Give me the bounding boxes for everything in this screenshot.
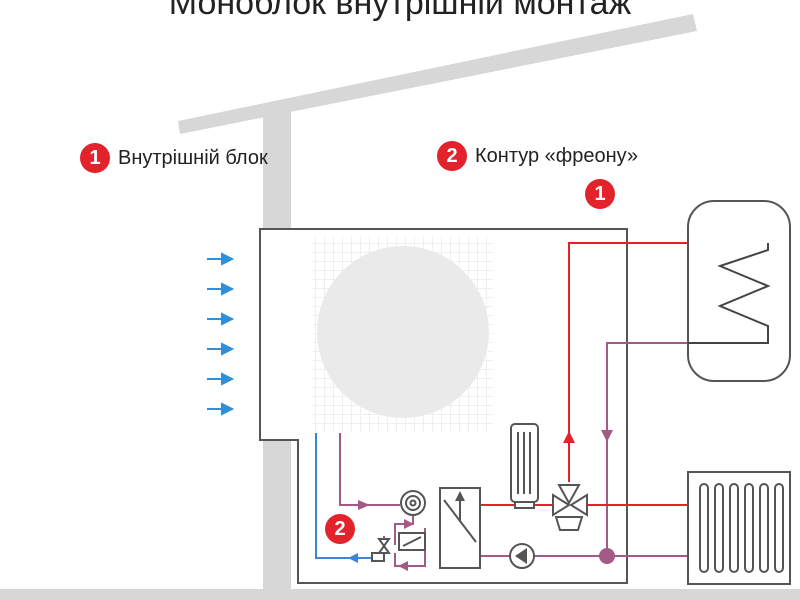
compressor-icon (400, 490, 426, 516)
page-title: Моноблок внутрішній монтаж (168, 0, 632, 22)
supply-flow-arrow-icon (563, 431, 575, 443)
storage-tank-coil (687, 200, 791, 382)
airflow-arrow-icon (207, 282, 235, 296)
three-way-valve-icon (552, 484, 588, 531)
marker-storage-tank: 1 (585, 179, 615, 209)
return-flow-arrow-icon (404, 519, 414, 529)
airflow-arrows (207, 252, 235, 416)
junction-point (599, 548, 615, 564)
airflow-arrow-icon (207, 312, 235, 326)
legend-label: Контур «фреону» (475, 144, 638, 167)
airflow-arrow-icon (207, 372, 235, 386)
freon-line (315, 433, 372, 563)
radiator-fins (699, 483, 784, 573)
tank-coil-line (688, 243, 771, 344)
floor (0, 589, 800, 600)
expansion-valve-icon (371, 532, 426, 562)
fan-disc (317, 246, 489, 418)
airflow-arrow-icon (207, 402, 235, 416)
airflow-arrow-icon (207, 342, 235, 356)
marker-freon-circuit: 2 (325, 514, 355, 544)
legend-label: Внутрішній блок (118, 146, 268, 169)
circulation-pump-icon (509, 543, 535, 569)
number-badge: 1 (80, 143, 110, 173)
return-flow-arrow-icon (358, 500, 370, 510)
legend-item-freon-circuit: 2 Контур «фреону» (437, 141, 638, 171)
return-flow-arrow-icon (398, 561, 408, 571)
airflow-arrow-icon (207, 252, 235, 266)
number-badge: 2 (437, 141, 467, 171)
roof (178, 14, 697, 134)
legend-item-indoor-unit: 1 Внутрішній блок (80, 143, 268, 173)
return-flow-arrow-icon (601, 430, 613, 442)
heat-exchanger-icon (439, 487, 481, 569)
electric-heater-icon (510, 423, 539, 509)
